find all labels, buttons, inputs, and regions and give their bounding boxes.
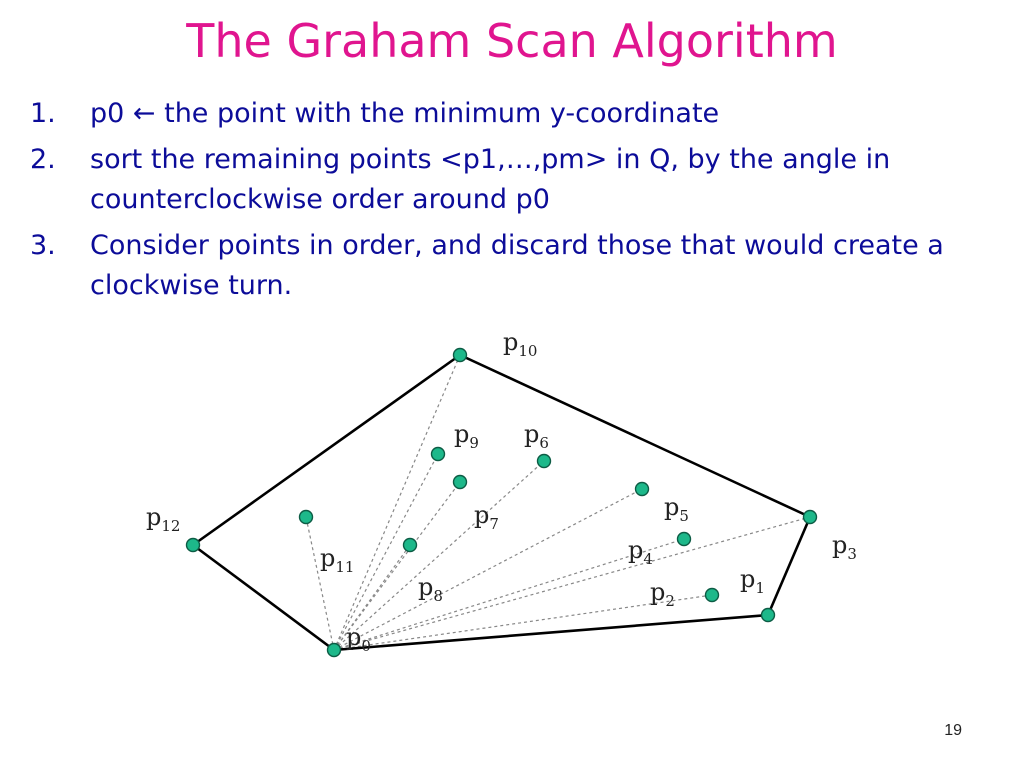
point-p1 xyxy=(760,607,776,623)
ray-p7 xyxy=(333,481,461,651)
algorithm-steps: 1. p0 ← the point with the minimum y-coo… xyxy=(30,94,1000,312)
label-p12: p12 xyxy=(146,503,180,535)
ray-p9 xyxy=(333,453,439,651)
point-p4 xyxy=(676,531,692,547)
label-p11: p11 xyxy=(320,544,354,576)
hull-edge-p0-p1 xyxy=(333,613,769,652)
hull-edge-p12-p0 xyxy=(192,543,335,652)
step-text: sort the remaining points <p1,…,pm> in Q… xyxy=(90,144,891,215)
step-item: 2. sort the remaining points <p1,…,pm> i… xyxy=(30,140,1000,220)
page-number: 19 xyxy=(944,722,962,739)
angle-rays xyxy=(192,354,811,651)
point-labels: p0 p1 p2 p3 p4 p5 p6 p7 p8 p9 p10 p11 p12 xyxy=(146,328,857,655)
ray-p8 xyxy=(333,544,411,651)
step-text: Consider points in order, and discard th… xyxy=(90,230,944,301)
hull-edge-p10-p12 xyxy=(192,353,461,547)
label-p5: p5 xyxy=(664,493,689,525)
label-p6: p6 xyxy=(524,420,549,452)
label-p9: p9 xyxy=(454,420,479,452)
ray-p5 xyxy=(333,488,643,651)
point-p11 xyxy=(298,509,314,525)
ray-p6 xyxy=(333,460,545,651)
point-p8 xyxy=(402,537,418,553)
label-p4: p4 xyxy=(628,536,653,568)
ray-p4 xyxy=(333,538,685,651)
ray-p11 xyxy=(305,516,335,651)
hull-edge-p1-p3 xyxy=(766,516,812,616)
ray-p3 xyxy=(333,516,811,651)
point-p9 xyxy=(430,446,446,462)
label-p10: p10 xyxy=(503,328,537,360)
slide-title: The Graham Scan Algorithm xyxy=(186,14,838,68)
step-number: 3. xyxy=(30,230,56,261)
step-item: 3. Consider points in order, and discard… xyxy=(30,226,1000,306)
label-p7: p7 xyxy=(474,501,499,533)
point-p6 xyxy=(536,453,552,469)
point-p12 xyxy=(185,537,201,553)
point-p3 xyxy=(802,509,818,525)
step-text: p0 ← the point with the minimum y-coordi… xyxy=(90,98,720,129)
step-number: 2. xyxy=(30,144,56,175)
label-p0: p0 xyxy=(346,623,371,655)
label-p2: p2 xyxy=(650,578,675,610)
step-item: 1. p0 ← the point with the minimum y-coo… xyxy=(30,94,1000,134)
hull-edge-p3-p10 xyxy=(459,353,811,519)
point-p0 xyxy=(326,642,342,658)
step-number: 1. xyxy=(30,98,56,129)
label-p1: p1 xyxy=(740,565,765,597)
point-p10 xyxy=(452,347,468,363)
point-set xyxy=(185,347,818,658)
point-p2 xyxy=(704,587,720,603)
convex-hull xyxy=(192,353,812,652)
point-p7 xyxy=(452,474,468,490)
ray-p2 xyxy=(333,594,713,651)
label-p8: p8 xyxy=(418,573,443,605)
label-p3: p3 xyxy=(832,531,857,563)
point-p5 xyxy=(634,481,650,497)
